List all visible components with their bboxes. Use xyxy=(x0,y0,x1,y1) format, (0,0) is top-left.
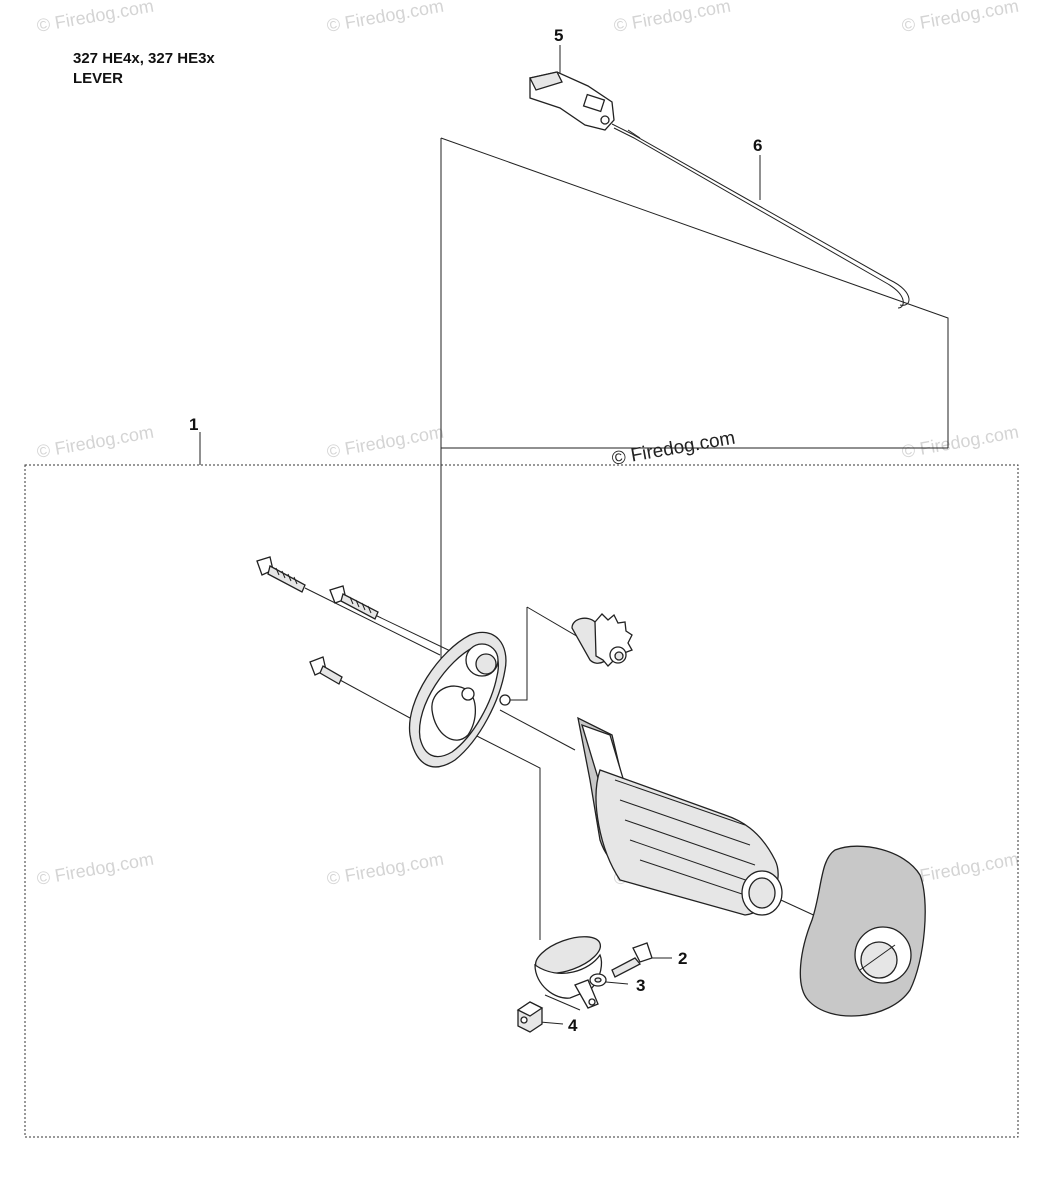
kit-boundary-box xyxy=(24,464,1019,1138)
watermark: © Firedog.com xyxy=(612,0,732,36)
leader-line xyxy=(499,709,576,751)
callout-4: 4 xyxy=(568,1016,578,1035)
section-title: LEVER xyxy=(73,70,124,87)
callout-2: 2 xyxy=(678,949,687,968)
leader-line xyxy=(339,679,411,719)
part-4-nut xyxy=(516,1001,544,1033)
callout-6: 6 xyxy=(753,136,762,155)
part-clamp-ring xyxy=(534,936,603,1009)
watermark: © Firedog.com xyxy=(325,422,445,462)
leader-line xyxy=(464,729,541,940)
leader-line xyxy=(526,606,581,639)
part-handle-grip xyxy=(577,716,783,916)
watermark-layer: © Firedog.com © Firedog.com © Firedog.co… xyxy=(35,0,1020,889)
part-handle-bracket xyxy=(408,631,511,768)
watermark: © Firedog.com xyxy=(35,422,155,462)
part-2-screw xyxy=(611,942,653,978)
callout-leader xyxy=(539,1021,564,1025)
leader-line xyxy=(505,607,528,701)
callout-1: 1 xyxy=(189,415,198,434)
model-title: 327 HE4x, 327 HE3x xyxy=(73,50,215,67)
part-pinion-gear xyxy=(571,613,633,667)
leader-lines xyxy=(199,45,949,1025)
part-5-trigger-lever xyxy=(529,71,615,131)
leader-line xyxy=(304,587,441,656)
watermark: © Firedog.com xyxy=(325,0,445,36)
part-screw-short xyxy=(309,656,343,685)
watermark: © Firedog.com xyxy=(900,0,1020,36)
callout-labels: 1 5 6 2 3 4 xyxy=(189,26,762,1035)
part-screw-long xyxy=(329,585,379,620)
callout-leader xyxy=(605,981,629,985)
watermark: © Firedog.com xyxy=(35,849,155,889)
watermark: © Firedog.com xyxy=(325,849,445,889)
watermark: © Firedog.com xyxy=(35,0,155,36)
callout-5: 5 xyxy=(554,26,563,45)
leader-line xyxy=(440,137,949,448)
watermark-main: © Firedog.com xyxy=(610,428,737,470)
part-3-washer xyxy=(589,973,607,987)
leader-line xyxy=(544,994,581,1011)
watermark: © Firedog.com xyxy=(900,422,1020,462)
part-6-throttle-rod xyxy=(611,123,910,309)
callout-3: 3 xyxy=(636,976,645,995)
part-end-cap xyxy=(799,845,926,1017)
part-screw-long xyxy=(256,556,306,593)
